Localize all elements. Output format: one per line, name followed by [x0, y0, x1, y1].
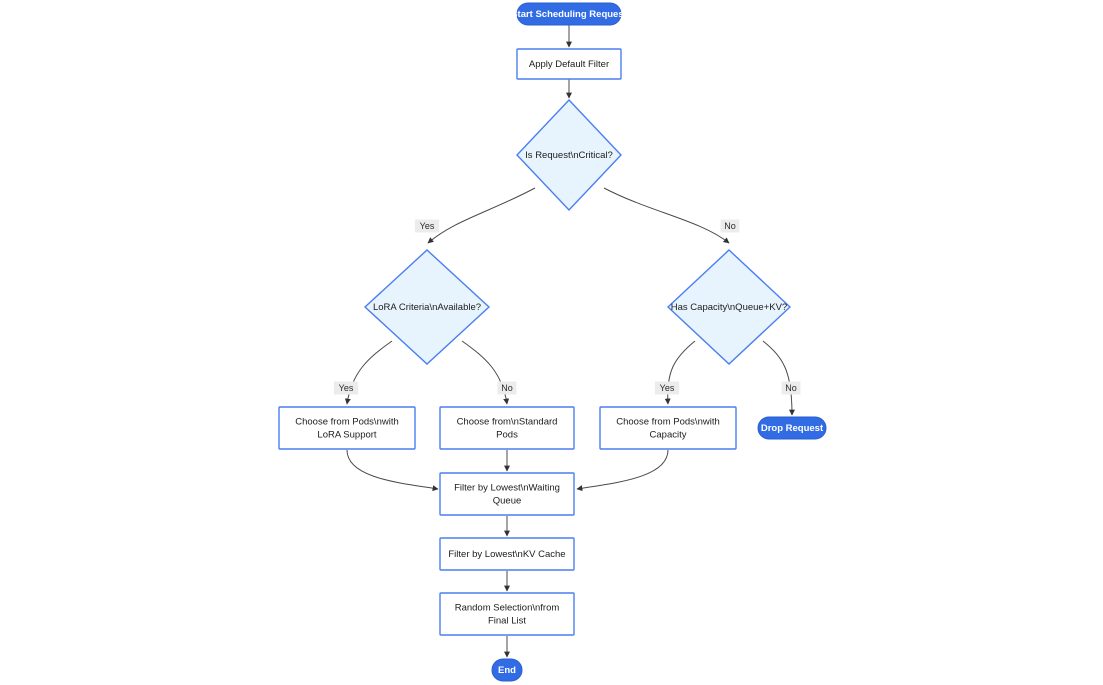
- edge-label-text: No: [785, 383, 797, 393]
- edge-label-background: [720, 219, 740, 233]
- process-shape: [599, 406, 737, 450]
- flow-node-end[interactable]: End: [491, 658, 523, 682]
- edge-label-yes: Yes: [333, 381, 359, 395]
- flow-node-apply_default_filter[interactable]: Apply Default Filter: [516, 48, 622, 80]
- process-shape: [439, 472, 575, 516]
- flow-edge: [346, 449, 439, 492]
- flow-edge: [576, 449, 669, 492]
- edge-label-no: No: [720, 219, 740, 233]
- edge-label-no: No: [781, 381, 801, 395]
- process-shape: [516, 48, 622, 80]
- terminal-shape: [491, 658, 523, 682]
- edge-label-background: [333, 381, 359, 395]
- edges-layer: [344, 25, 795, 658]
- flow-edge: [461, 340, 510, 405]
- node-label: Drop Request: [761, 423, 824, 434]
- node-label: End: [498, 665, 516, 676]
- edge-label-text: Yes: [660, 383, 675, 393]
- flow-node-lora_criteria_available[interactable]: LoRA Criteria\nAvailable?: [363, 249, 491, 365]
- flow-edge: [344, 340, 393, 405]
- decision-shape: [666, 249, 792, 365]
- edge-label-background: [497, 381, 517, 395]
- node-label: LoRA Criteria\nAvailable?: [373, 302, 481, 313]
- decision-shape: [363, 249, 491, 365]
- edge-label-text: Yes: [420, 221, 435, 231]
- edge-label-text: No: [724, 221, 736, 231]
- process-shape: [278, 406, 416, 450]
- flow-node-start[interactable]: Start Scheduling Request: [511, 2, 628, 26]
- node-label: Has Capacity\nQueue+KV?: [671, 302, 787, 313]
- edge-label-background: [654, 381, 680, 395]
- terminal-shape: [516, 2, 622, 26]
- flow-node-filter_lowest_kv_cache[interactable]: Filter by Lowest\nKV Cache: [439, 537, 575, 571]
- node-label: Apply Default Filter: [529, 59, 609, 70]
- process-shape: [439, 406, 575, 450]
- edge-label-yes: Yes: [654, 381, 680, 395]
- flow-edge: [664, 340, 696, 405]
- edge-label-text: Yes: [339, 383, 354, 393]
- flow-edge: [762, 340, 795, 416]
- flow-node-is_request_critical[interactable]: Is Request\nCritical?: [516, 98, 622, 212]
- node-label: Start Scheduling Request: [511, 9, 627, 20]
- process-shape: [439, 592, 575, 636]
- flow-edge: [427, 187, 536, 244]
- process-shape: [439, 537, 575, 571]
- flow-edge: [603, 187, 730, 244]
- edge-label-text: No: [501, 383, 513, 393]
- decision-shape: [516, 98, 622, 212]
- edge-label-no: No: [497, 381, 517, 395]
- flow-node-drop_request[interactable]: Drop Request: [757, 416, 827, 440]
- flow-node-has_capacity_queue_kv[interactable]: Has Capacity\nQueue+KV?: [666, 249, 792, 365]
- terminal-shape: [757, 416, 827, 440]
- node-label: Is Request\nCritical?: [525, 150, 613, 161]
- edge-label-background: [781, 381, 801, 395]
- edge-label-yes: Yes: [414, 219, 440, 233]
- node-label: Filter by Lowest\nKV Cache: [448, 549, 565, 560]
- edge-label-background: [414, 219, 440, 233]
